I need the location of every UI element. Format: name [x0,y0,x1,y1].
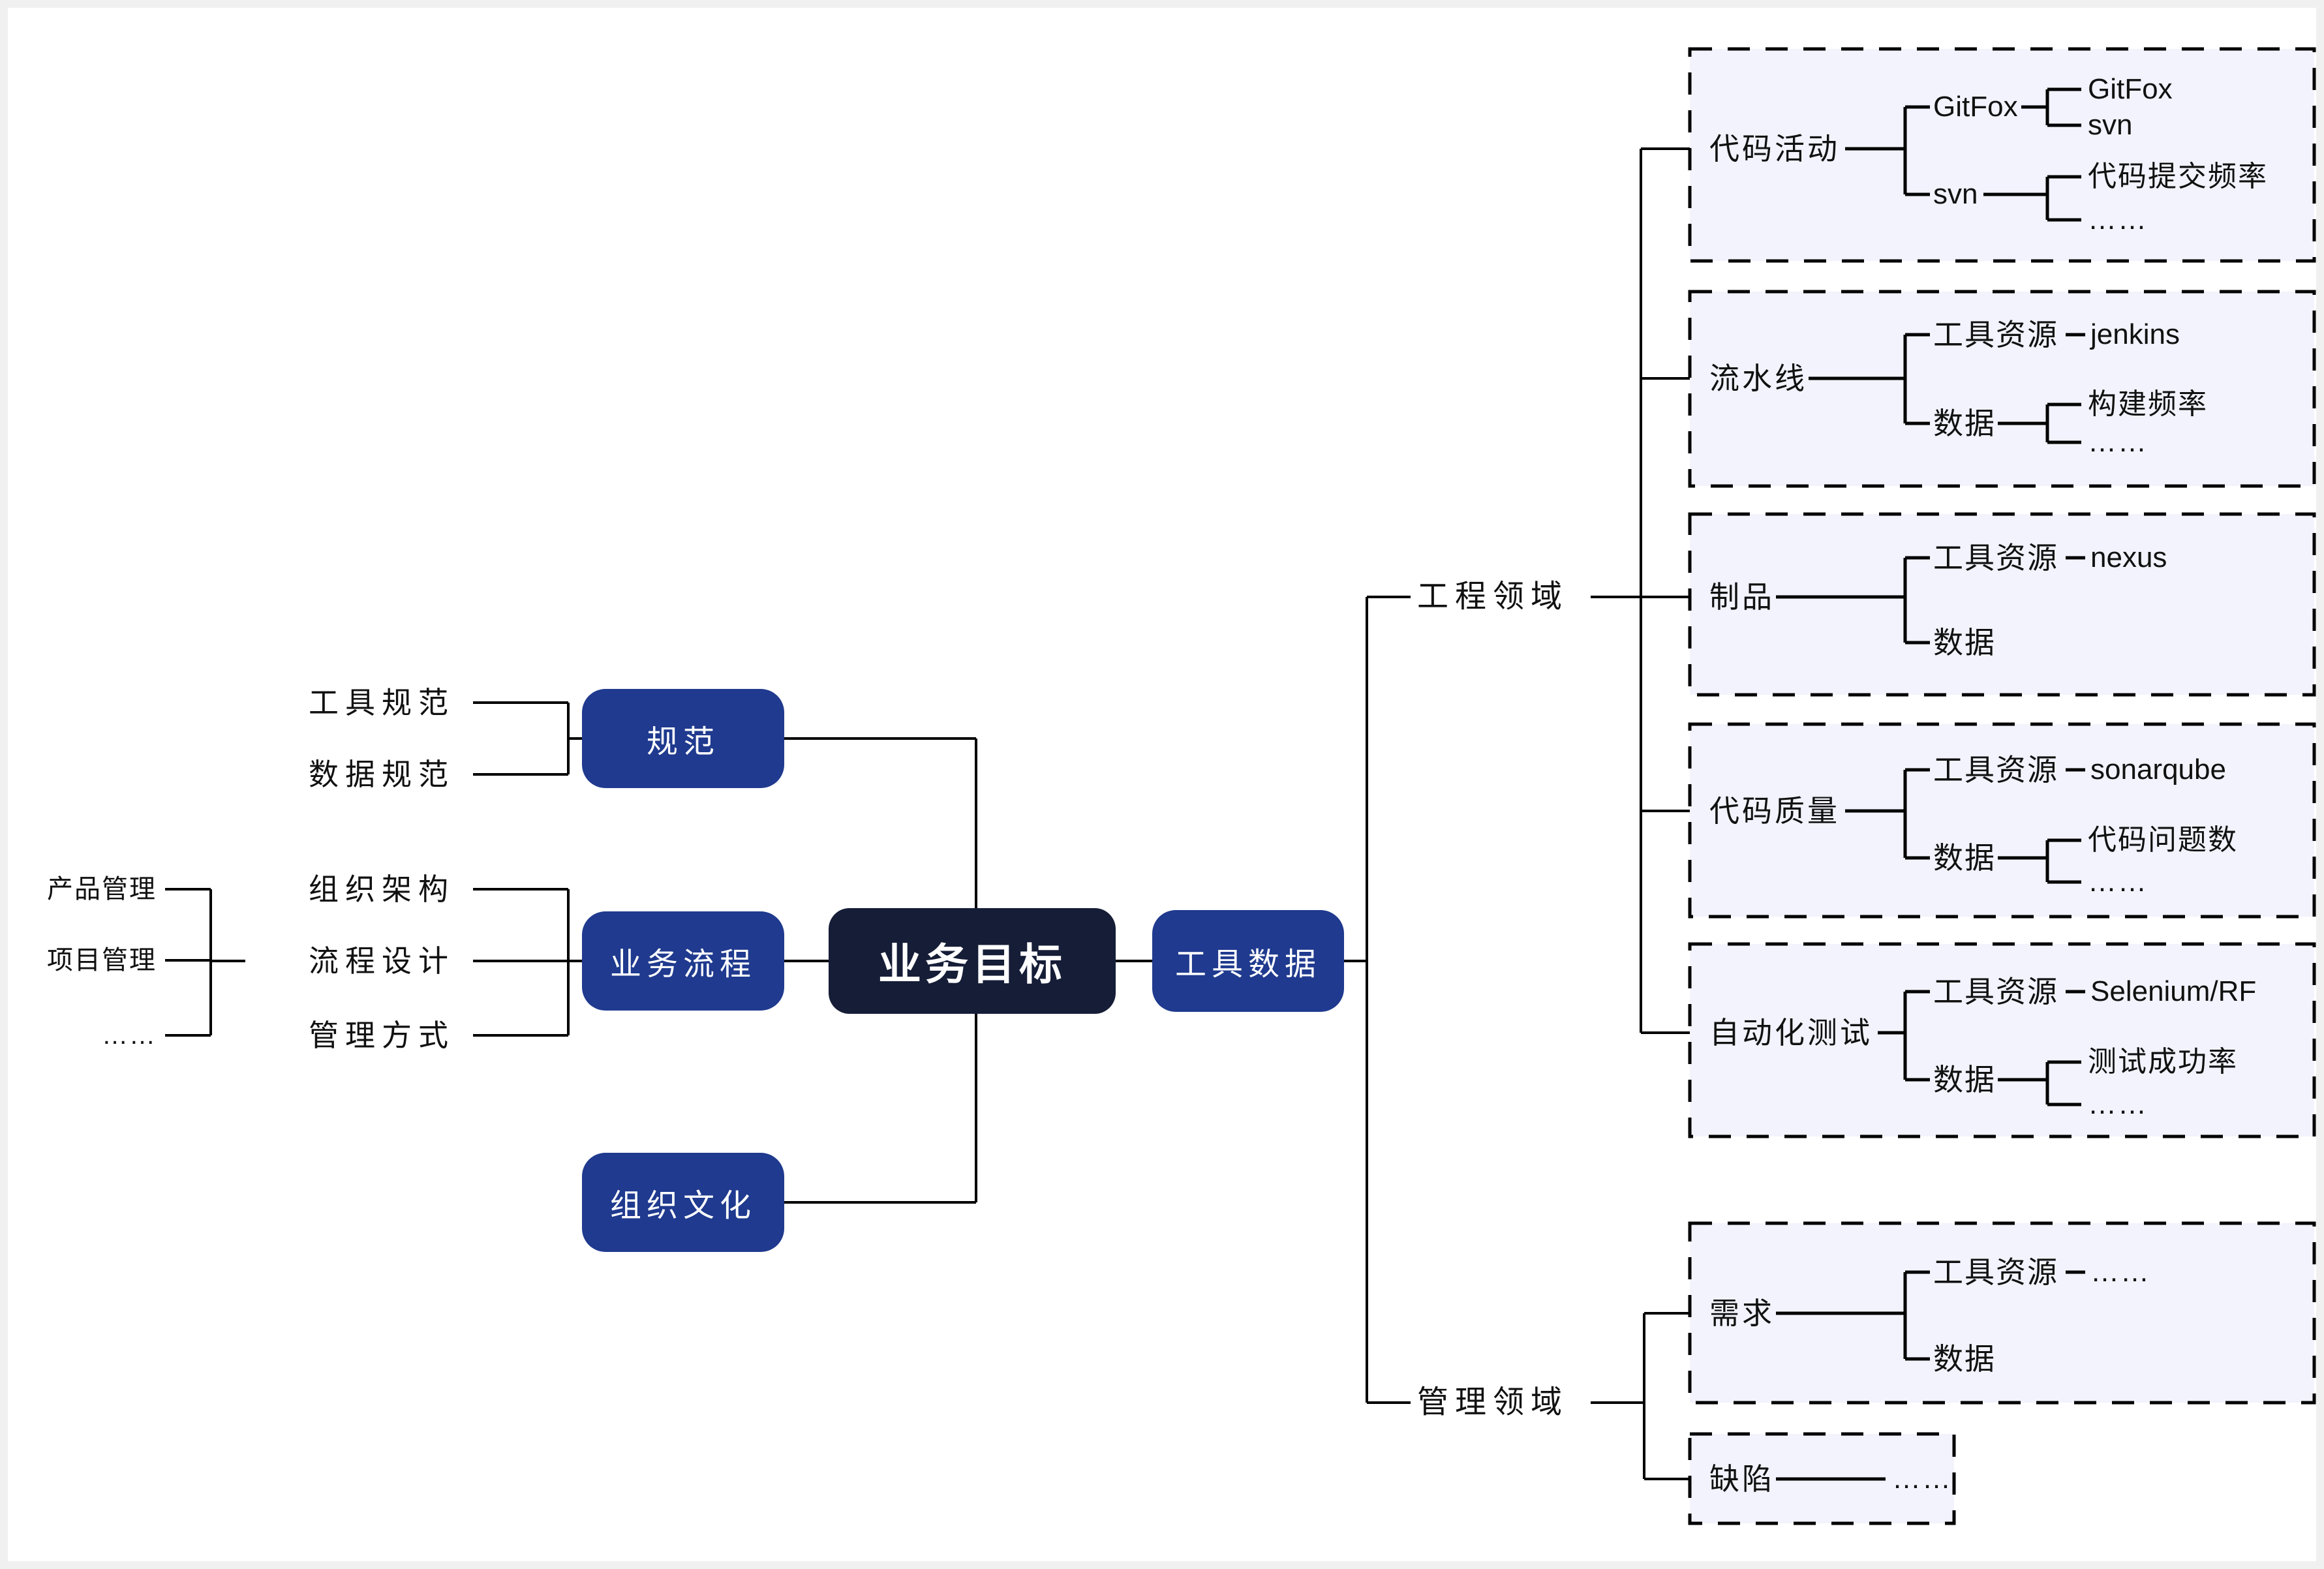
panel-label-auto-test: 自动化测试 [1709,1016,1873,1050]
panel-artifact [1688,512,2316,697]
node-business-goal[interactable]: 业务目标 [829,908,1116,1014]
node-tool-data[interactable]: 工具数据 [1152,910,1344,1012]
branch-svn: svn [1933,178,1978,210]
label-mgmt-mode: 管理方式 [309,1018,455,1052]
leaf-build-frequency: 构建频率 [2088,388,2208,420]
leaf-code-issue-count: 代码问题数 [2088,824,2238,856]
branch-tool-resource: 工具资源 [1933,318,2058,352]
branch-gitfox: GitFox [1933,91,2018,123]
label-left-ellipsis: …… [102,1021,157,1050]
panel-label-defect: 缺陷 [1709,1462,1775,1496]
label-product-mgmt: 产品管理 [47,875,157,904]
leaf-selenium-rf: Selenium/RF [2090,975,2257,1007]
branch-data: 数据 [1933,1342,1996,1376]
panel-code-activity [1688,47,2316,263]
node-business-process[interactable]: 业务流程 [582,911,784,1011]
leaf-ellipsis: …… [2088,866,2148,898]
leaf-jenkins: jenkins [2090,318,2180,350]
label-tool-spec: 工具规范 [309,686,455,720]
leaf-svn: svn [2088,109,2133,141]
tree-connectors-main [165,147,1690,1480]
label-flow-design: 流程设计 [309,944,455,978]
leaf-ellipsis: …… [2088,204,2148,236]
panel-label-artifact: 制品 [1709,580,1775,614]
label-engineering-domain: 工程领域 [1417,579,1569,614]
leaf-ellipsis: …… [2088,1088,2148,1120]
panel-defect [1688,1432,1956,1525]
leaf-commit-frequency: 代码提交频率 [2088,160,2268,192]
panel-label-code-activity: 代码活动 [1709,132,1840,166]
leaf-nexus: nexus [2090,541,2167,573]
branch-tool-resource: 工具资源 [1933,1255,2058,1289]
branch-data: 数据 [1933,841,1996,875]
label-data-spec: 数据规范 [309,757,455,791]
panel-pipeline [1688,290,2316,488]
leaf-ellipsis: …… [2088,426,2148,458]
panel-label-code-quality: 代码质量 [1709,794,1840,828]
label-org-structure: 组织架构 [309,872,455,906]
branch-data: 数据 [1933,626,1996,660]
leaf-ellipsis: …… [2090,1256,2150,1288]
panel-code-quality [1688,722,2316,919]
panel-label-requirement: 需求 [1709,1296,1775,1330]
branch-data: 数据 [1933,406,1996,440]
panel-label-pipeline: 流水线 [1709,361,1807,395]
label-project-mgmt: 项目管理 [47,946,157,975]
branch-tool-resource: 工具资源 [1933,753,2058,787]
tree-connectors-panels [1776,87,2085,1481]
leaf-sonarqube: sonarqube [2090,754,2226,785]
branch-tool-resource: 工具资源 [1933,541,2058,575]
leaf-ellipsis: …… [1892,1463,1952,1495]
leaf-test-success-rate: 测试成功率 [2088,1046,2238,1078]
node-org-culture[interactable]: 组织文化 [582,1153,784,1252]
branch-tool-resource: 工具资源 [1933,975,2058,1009]
label-management-domain: 管理领域 [1417,1385,1569,1420]
leaf-gitfox: GitFox [2088,73,2173,105]
node-spec[interactable]: 规范 [582,689,784,788]
panel-auto-test [1688,942,2316,1138]
branch-data: 数据 [1933,1063,1996,1097]
